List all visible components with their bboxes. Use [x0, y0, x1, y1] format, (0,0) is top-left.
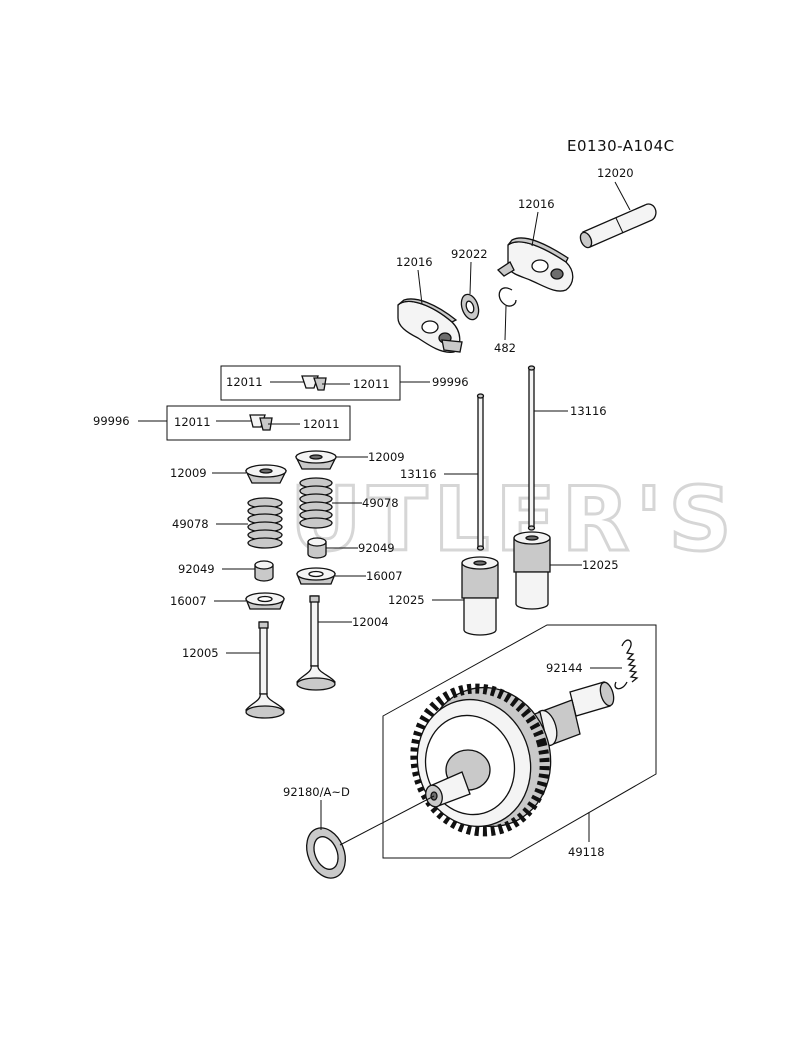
label-collet-lower-a: 12011 — [174, 415, 211, 429]
rocker-shaft — [579, 203, 657, 249]
label-tappet-right: 12025 — [582, 558, 619, 572]
push-rod-left — [476, 393, 485, 551]
label-collet-upper-b: 12011 — [353, 377, 390, 391]
watermark: UTLER'S — [290, 468, 738, 571]
label-spring-retainer-left: 12009 — [170, 466, 207, 480]
label-tappet-left: 12025 — [388, 593, 425, 607]
governor-spring — [614, 639, 639, 690]
label-intake-valve: 12004 — [352, 615, 389, 629]
push-rod-right — [527, 365, 536, 531]
stem-seal-left — [254, 560, 274, 582]
label-push-rod-right: 13116 — [570, 404, 607, 418]
valve-spring-right — [299, 477, 333, 529]
label-camshaft-shim: 92180/A~D — [283, 785, 350, 799]
collet-upper — [301, 375, 327, 391]
tappet-right — [513, 531, 551, 610]
diagram-code: E0130-A104C — [567, 137, 675, 155]
rocker-arm-right — [496, 237, 574, 292]
exhaust-valve — [245, 621, 285, 719]
label-push-rod-left: 13116 — [400, 467, 437, 481]
collet-lower — [249, 414, 273, 431]
spring-retainer-left — [244, 464, 288, 484]
label-retainer-kit-lower: 99996 — [93, 414, 130, 428]
circlip — [498, 287, 517, 307]
label-spring-retainer-right: 12009 — [368, 450, 405, 464]
intake-valve — [296, 595, 336, 691]
tappet-left — [461, 556, 499, 636]
label-rocker-arm-left: 12016 — [396, 255, 433, 269]
spring-retainer-right — [294, 450, 338, 470]
label-spring-seat-left: 16007 — [170, 594, 207, 608]
camshaft-shim — [306, 827, 346, 879]
spring-seat-left — [245, 592, 285, 610]
label-retainer-kit-upper: 99996 — [432, 375, 469, 389]
label-valve-spring-left: 49078 — [172, 517, 209, 531]
label-spring-seat-right: 16007 — [366, 569, 403, 583]
camshaft — [410, 681, 615, 837]
spring-seat-right — [296, 567, 336, 585]
washer — [460, 293, 480, 321]
label-collet-upper-a: 12011 — [226, 375, 263, 389]
rocker-arm-left — [397, 298, 463, 353]
label-camshaft-assy: 49118 — [568, 845, 605, 859]
label-valve-spring-right: 49078 — [362, 496, 399, 510]
label-rocker-shaft: 12020 — [597, 166, 634, 180]
retainer-kit-lower-box — [166, 405, 351, 441]
label-rocker-arm-right: 12016 — [518, 197, 555, 211]
retainer-kit-upper-box — [220, 365, 401, 401]
label-stem-seal-left: 92049 — [178, 562, 215, 576]
label-washer: 92022 — [451, 247, 488, 261]
camshaft-assy-box — [382, 624, 657, 859]
label-governor-spring: 92144 — [546, 661, 583, 675]
valve-spring-left — [247, 497, 283, 549]
label-circlip: 482 — [494, 341, 516, 355]
label-stem-seal-right: 92049 — [358, 541, 395, 555]
label-exhaust-valve: 12005 — [182, 646, 219, 660]
stem-seal-right — [307, 537, 327, 559]
label-collet-lower-b: 12011 — [303, 417, 340, 431]
